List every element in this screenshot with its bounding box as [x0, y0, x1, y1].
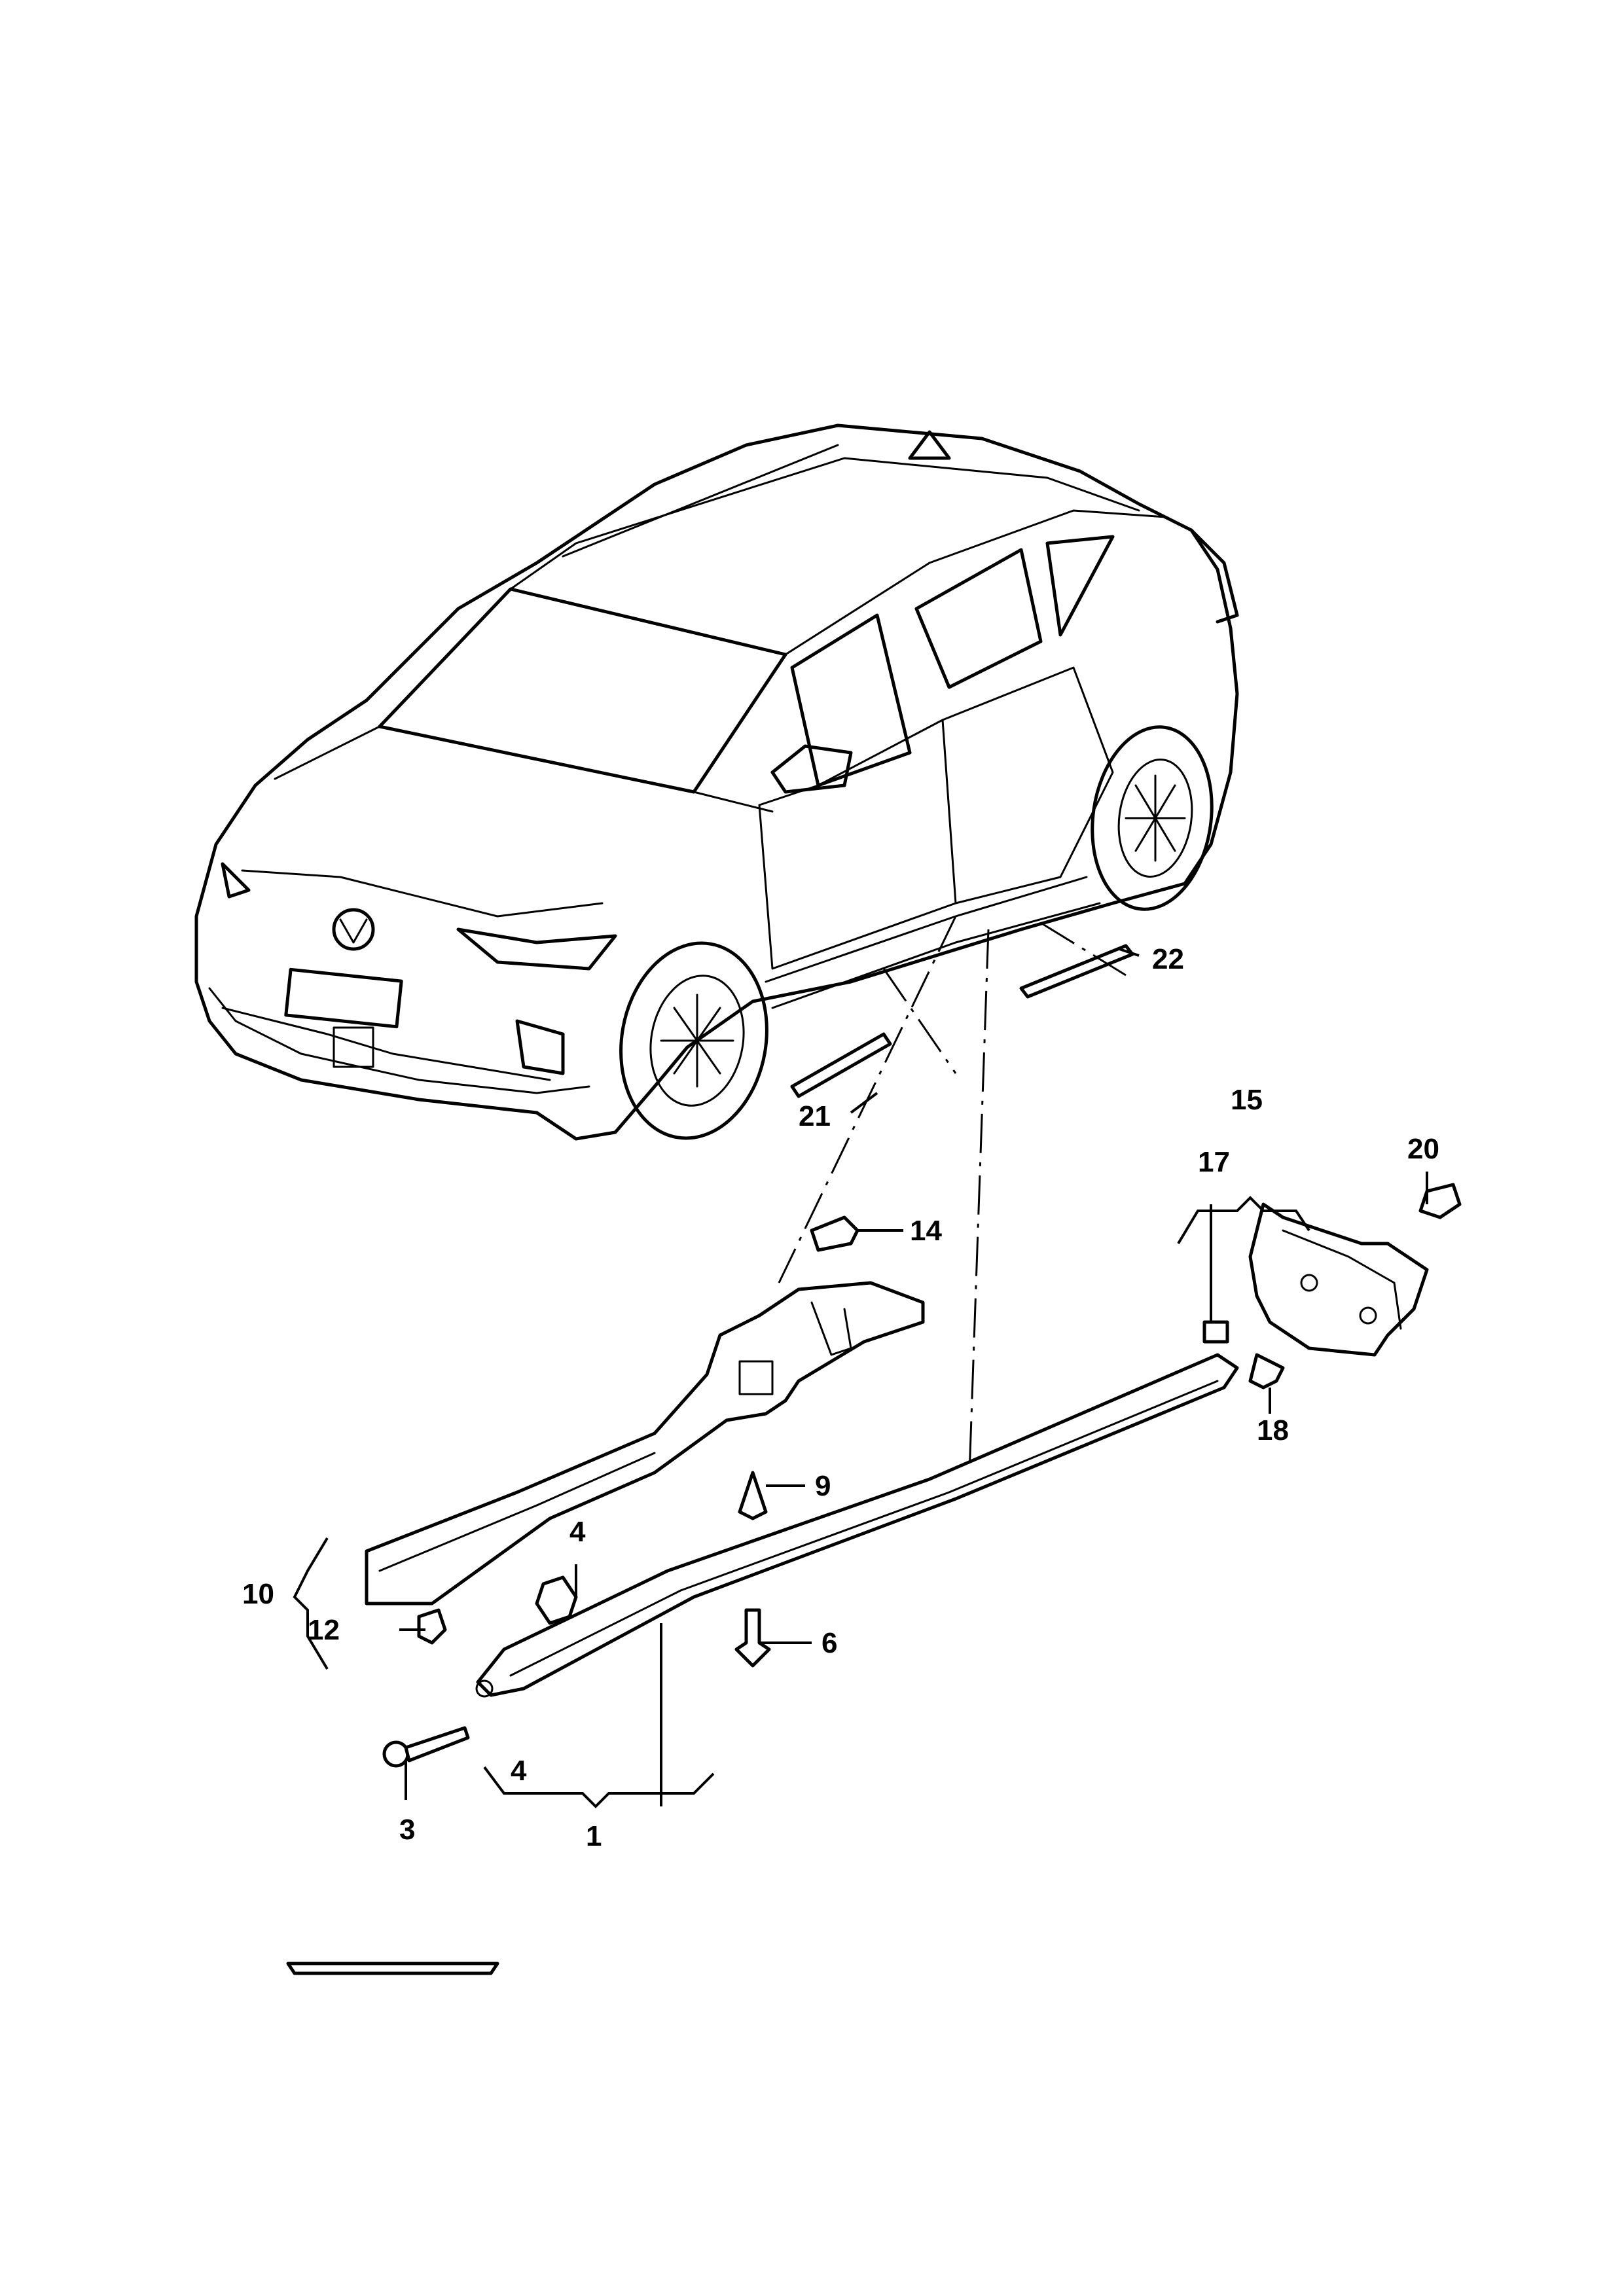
callout-17: 17: [1198, 1146, 1230, 1178]
side-sill: [475, 1353, 1239, 1698]
leader-dashed-1: [882, 968, 957, 1074]
leader-dashed-3: [967, 929, 990, 1493]
rear-bracket: [1248, 1202, 1429, 1357]
front-wheel-icon: [619, 941, 768, 1140]
callout-21: 21: [799, 1100, 831, 1132]
clip-14: [810, 1215, 859, 1252]
screw-18: [1248, 1353, 1285, 1390]
trim-strip-22: [1019, 944, 1134, 999]
leader-lines: [293, 948, 1428, 1808]
leader-dashed-4: [1040, 922, 1127, 977]
callout-9: 9: [815, 1470, 831, 1502]
callout-12: 12: [308, 1614, 340, 1646]
screw-3: [382, 1726, 470, 1768]
clip-12: [417, 1608, 447, 1645]
sill-trim-panel: [365, 1281, 925, 1605]
vehicle-illustration: [194, 423, 1239, 1141]
nut-4: [535, 1575, 578, 1625]
callout-labels: 22 21 14 15 20 17 18 9 4 10 12 6 4 3 1: [242, 943, 1439, 1852]
callout-1: 1: [586, 1820, 602, 1852]
trim-strip-sample: [286, 1962, 499, 1975]
trim-strip-21: [790, 1032, 892, 1098]
license-plate-icon: [284, 967, 403, 1029]
callout-6: 6: [821, 1627, 837, 1659]
screw-20: [1418, 1183, 1462, 1219]
callout-4-lower: 4: [511, 1755, 527, 1787]
callout-4-upper: 4: [569, 1516, 586, 1548]
vw-logo-icon: [332, 908, 375, 951]
callout-22: 22: [1152, 943, 1184, 975]
clip-17: [1202, 1320, 1229, 1344]
screw-6: [734, 1608, 771, 1668]
callout-14: 14: [910, 1215, 942, 1247]
callout-18: 18: [1257, 1414, 1289, 1446]
callout-3: 3: [399, 1814, 415, 1846]
screw-9: [738, 1471, 768, 1520]
callout-20: 20: [1407, 1133, 1439, 1165]
callout-10: 10: [242, 1578, 274, 1610]
callout-15: 15: [1231, 1084, 1263, 1116]
rear-wheel-icon: [1091, 725, 1214, 911]
